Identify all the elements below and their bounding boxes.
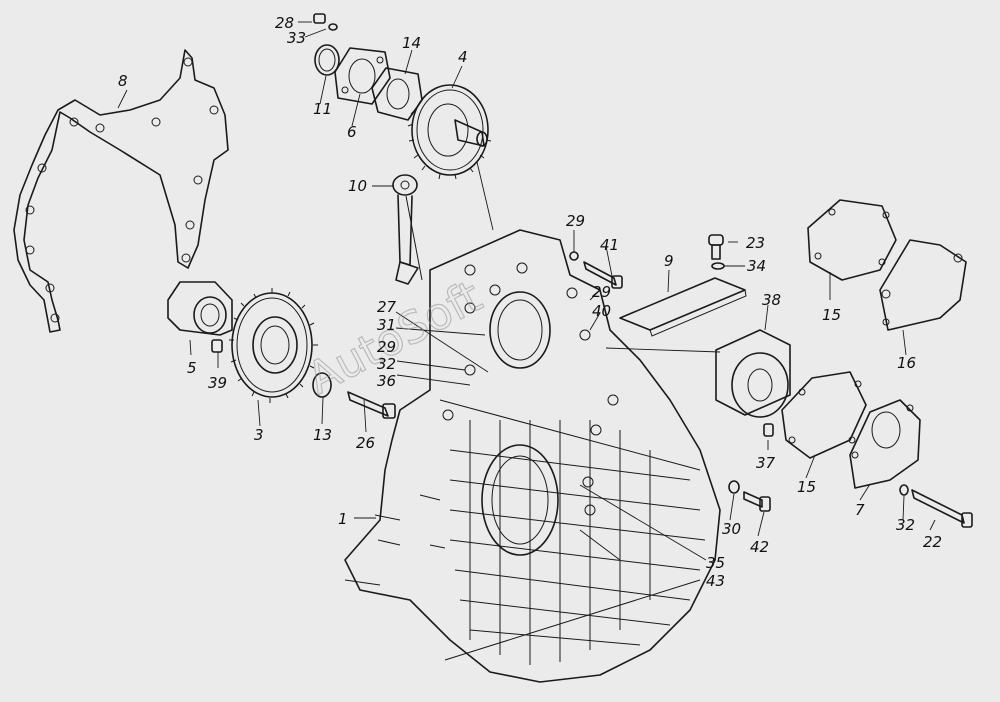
leader-lines (117, 21, 936, 561)
callout-31: 31 (377, 316, 396, 334)
callout-13: 13 (313, 426, 332, 444)
callout-32-left: 32 (377, 355, 396, 373)
plate-9 (619, 277, 747, 337)
nut-28 (313, 13, 326, 24)
washer-30 (728, 480, 740, 494)
callout-35: 35 (706, 554, 725, 572)
callout-29-left: 29 (377, 338, 396, 356)
callout-29-top: 29 (566, 212, 585, 230)
callout-16: 16 (897, 354, 916, 372)
gasket-15-lower (781, 371, 867, 459)
bracket-5 (167, 281, 233, 336)
callout-4: 4 (458, 48, 468, 66)
flange-6 (334, 47, 391, 105)
callout-32-right: 32 (896, 516, 915, 534)
drum-38 (715, 329, 791, 418)
bolt-39 (211, 339, 223, 353)
callout-41: 41 (600, 236, 619, 254)
flywheel-housing-1 (344, 229, 721, 683)
washer-33 (328, 23, 338, 31)
callout-30: 30 (722, 520, 741, 538)
washer-34 (711, 262, 725, 270)
gear-4 (407, 84, 492, 180)
callout-15-upper: 15 (822, 306, 841, 324)
cover-16 (879, 239, 967, 331)
bolt-26 (347, 391, 396, 419)
callout-27: 27 (377, 298, 397, 316)
callout-5: 5 (187, 359, 197, 377)
callout-40: 40 (592, 302, 611, 320)
callout-26: 26 (356, 434, 375, 452)
callout-7: 7 (855, 501, 865, 519)
callout-28: 28 (275, 14, 294, 32)
pipe-10 (392, 174, 423, 285)
callout-10: 10 (348, 177, 367, 195)
callout-34: 34 (747, 257, 766, 275)
callout-11: 11 (313, 100, 332, 118)
washer-13 (312, 372, 332, 398)
bolt-42 (743, 491, 771, 512)
callout-38: 38 (762, 291, 781, 309)
washer-29-top (569, 251, 579, 261)
cover-7 (849, 399, 921, 489)
callout-14: 14 (402, 34, 421, 52)
callout-1: 1 (338, 510, 348, 528)
callout-43: 43 (706, 572, 725, 590)
callout-42: 42 (750, 538, 769, 556)
bolt-23 (708, 234, 724, 260)
gasket-15-upper (807, 199, 897, 281)
callout-22: 22 (923, 533, 942, 551)
bolt-41 (583, 261, 623, 289)
callout-8: 8 (118, 72, 128, 90)
callout-36: 36 (377, 372, 396, 390)
gasket-8 (13, 49, 229, 333)
callout-29-mid: 29 (592, 283, 611, 301)
callout-37: 37 (756, 454, 776, 472)
callouts: 28 33 11 6 14 4 8 10 5 39 3 13 26 1 27 3… (118, 14, 942, 590)
callout-6: 6 (347, 123, 357, 141)
callout-39: 39 (208, 374, 227, 392)
washer-32-right (899, 484, 909, 496)
callout-23: 23 (746, 234, 765, 252)
callout-33: 33 (287, 29, 306, 47)
callout-9: 9 (664, 252, 674, 270)
callout-15-lower: 15 (797, 478, 816, 496)
bolt-37 (763, 423, 774, 437)
gear-3 (229, 288, 318, 403)
callout-3: 3 (254, 426, 264, 444)
bolt-22 (911, 489, 973, 528)
seal-ring-11 (314, 44, 340, 76)
